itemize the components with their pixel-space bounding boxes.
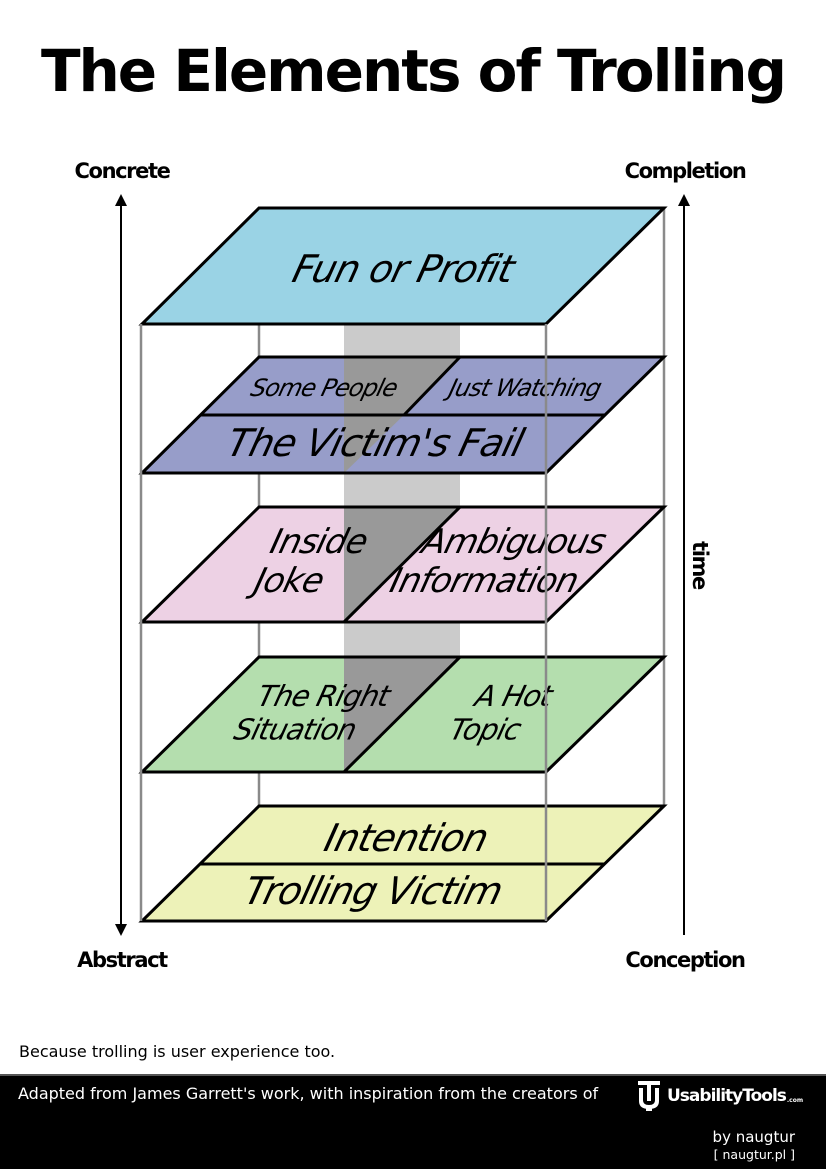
layer-label: The Victim's Fail xyxy=(222,422,529,466)
usabilitytools-logo-icon xyxy=(638,1081,660,1111)
dark-band xyxy=(344,357,460,415)
axis-label-abstract: Abstract xyxy=(77,948,168,972)
layer-label: Just Watching xyxy=(442,373,604,402)
usabilitytools-logo[interactable]: UsabilityTools .com xyxy=(636,1080,803,1112)
axis-label-conception: Conception xyxy=(625,948,745,972)
layer-label: AmbiguousInformation xyxy=(386,522,611,600)
dark-band xyxy=(344,415,404,473)
layer-label: Some People xyxy=(248,373,400,402)
axis-label-time: time xyxy=(688,541,712,590)
layer-label: Trolling Victim xyxy=(240,870,507,914)
logo-tld: .com xyxy=(786,1096,804,1104)
layer-label: Intention xyxy=(320,817,492,861)
layer-divider xyxy=(342,505,462,624)
layer-fun-or-profit: Fun or Profit xyxy=(138,206,668,326)
layer-divider xyxy=(402,355,462,417)
elements-diagram: Concrete Abstract Completion Conception … xyxy=(75,159,748,972)
page-title: The Elements of Trolling xyxy=(40,37,787,105)
layer-label: The RightSituation xyxy=(231,679,396,746)
author-name: by naugtur xyxy=(712,1128,795,1146)
layer-situation-topic: The RightSituation A HotTopic xyxy=(138,655,668,774)
axis-label-concrete: Concrete xyxy=(75,159,171,183)
credit-text: Adapted from James Garrett's work, with … xyxy=(18,1084,599,1103)
layer-label: A HotTopic xyxy=(446,679,557,746)
logo-name: UsabilityTools xyxy=(667,1086,787,1106)
layer-label: Fun or Profit xyxy=(288,248,521,292)
footer: Adapted from James Garrett's work, with … xyxy=(0,1074,826,1169)
author-site-link[interactable]: [ naugtur.pl ] xyxy=(713,1147,795,1162)
axis-label-completion: Completion xyxy=(625,159,746,183)
tagline: Because trolling is user experience too. xyxy=(19,1042,336,1061)
layer-label: InsideJoke xyxy=(244,522,371,600)
layer-plane xyxy=(142,208,664,324)
layer-divider xyxy=(342,655,462,774)
